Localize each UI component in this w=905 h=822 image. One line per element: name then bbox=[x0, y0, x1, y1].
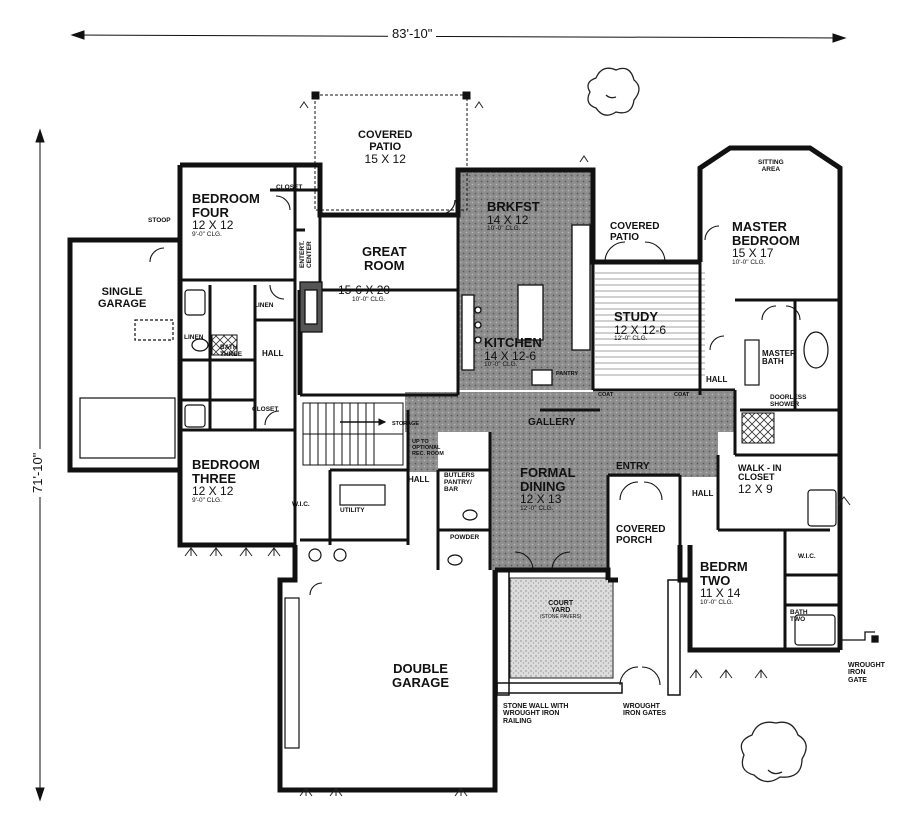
tree-bottom-icon bbox=[740, 721, 807, 783]
width-dimension bbox=[70, 30, 847, 43]
wrought-iron-gate-right bbox=[840, 631, 879, 643]
entertainment-center-label: ENTERT. CENTER bbox=[299, 240, 313, 268]
study-label: STUDY 12 X 12-6 12'-0" CLG. bbox=[614, 309, 667, 343]
interior-walls bbox=[180, 165, 840, 650]
master-bedroom-label: MASTER BEDROOM 15 X 17 10'-0" CLG. bbox=[732, 219, 800, 266]
double-garage-label: DOUBLE GARAGE bbox=[392, 661, 450, 690]
shower-tile bbox=[741, 412, 775, 444]
door-swings bbox=[149, 195, 801, 686]
fireplace bbox=[299, 281, 323, 333]
shrubs bbox=[184, 101, 851, 797]
storage-label: STORAGE bbox=[392, 421, 420, 427]
great-room-label: GREAT ROOM bbox=[362, 244, 407, 273]
linen-label-1: LINEN bbox=[254, 302, 274, 309]
staircase bbox=[302, 402, 404, 466]
overall-width-label: 83'-10" bbox=[388, 26, 437, 41]
garage-doors bbox=[79, 319, 300, 749]
bedrm-two-label: BEDRM TWO 11 X 14 10'-0" CLG. bbox=[700, 559, 748, 606]
court-yard-pavers bbox=[509, 577, 614, 679]
master-bath-label: MASTER BATH bbox=[762, 349, 796, 367]
coat-label-2: COAT bbox=[674, 392, 690, 398]
bath-three-label: BATH THREE bbox=[220, 344, 243, 358]
walk-in-closet-label: WALK - IN CLOSET 12 X 9 bbox=[738, 463, 782, 496]
stippled-floor bbox=[405, 172, 735, 570]
wrought-iron-gates-note: WROUGHT IRON GATES bbox=[623, 703, 667, 718]
closet-mid-label: CLOSET bbox=[252, 406, 279, 413]
great-room-dims: 15-6 X 20 10'-0" CLG. bbox=[338, 283, 391, 303]
butlers-pantry-label: BUTLERS PANTRY/ BAR bbox=[444, 472, 475, 493]
wic-left-label: W.I.C. bbox=[292, 501, 310, 508]
kitchen-island bbox=[461, 224, 591, 386]
sitting-area-label: SITTING AREA bbox=[758, 159, 784, 173]
linen-label-2: LINEN bbox=[184, 334, 204, 341]
bedroom-three-label: BEDROOM THREE 12 X 12 9'-0" CLG. bbox=[192, 457, 260, 504]
study-flooring bbox=[595, 270, 705, 380]
tree-top-icon bbox=[587, 67, 640, 116]
entry-label: ENTRY bbox=[616, 461, 650, 472]
single-garage-label: SINGLE GARAGE bbox=[98, 286, 147, 310]
court-yard-label: COURT YARD (STONE PAVERS) bbox=[540, 600, 582, 620]
stone-wall-note: STONE WALL WITH WROUGHT IRON RAILING bbox=[503, 703, 569, 725]
covered-patio-rear-label: COVERED PATIO 15 X 12 bbox=[358, 129, 413, 167]
covered-porch-label: COVERED PORCH bbox=[616, 524, 666, 546]
doorless-shower-label: DOORLESS SHOWER bbox=[770, 394, 807, 408]
coat-label-1: COAT bbox=[598, 392, 614, 398]
powder-label: POWDER bbox=[450, 534, 480, 541]
closet-top-label: CLOSET bbox=[276, 184, 303, 191]
bath-two-label: BATH TWO bbox=[790, 609, 808, 623]
hall-left-label: HALL bbox=[262, 349, 284, 358]
pantry-label: PANTRY bbox=[556, 371, 578, 377]
kitchen-label: KITCHEN 14 X 12-6 10'-0" CLG. bbox=[484, 335, 542, 369]
brkfst-label: BRKFST 14 X 12 10'-0" CLG. bbox=[487, 199, 540, 233]
covered-patio-mid-label: COVERED PATIO bbox=[610, 221, 660, 243]
stone-wall-railing bbox=[496, 569, 681, 696]
bath-three-tile bbox=[211, 334, 238, 356]
formal-dining-label: FORMAL DINING 12 X 13 12'-0" CLG. bbox=[520, 465, 576, 512]
utility-label: UTILITY bbox=[340, 507, 365, 514]
bath-fixtures bbox=[184, 289, 837, 646]
hall-center-label: HALL bbox=[408, 475, 430, 484]
hall-right-label: HALL bbox=[706, 375, 728, 384]
hall-right2-label: HALL bbox=[692, 489, 714, 498]
gallery-label: GALLERY bbox=[528, 417, 576, 428]
wic-right-label: W.I.C. bbox=[798, 553, 816, 560]
wrought-iron-gate-note: WROUGHT IRON GATE bbox=[848, 662, 885, 684]
rear-covered-patio-outline bbox=[311, 91, 471, 211]
overall-depth-label: 71'-10" bbox=[30, 448, 45, 497]
bedroom-four-label: BEDROOM FOUR 12 X 12 9'-0" CLG. bbox=[192, 191, 260, 238]
stoop-label: STOOP bbox=[148, 217, 171, 224]
up-rec-room-label: UP TO OPTIONAL REC. ROOM bbox=[412, 439, 444, 457]
